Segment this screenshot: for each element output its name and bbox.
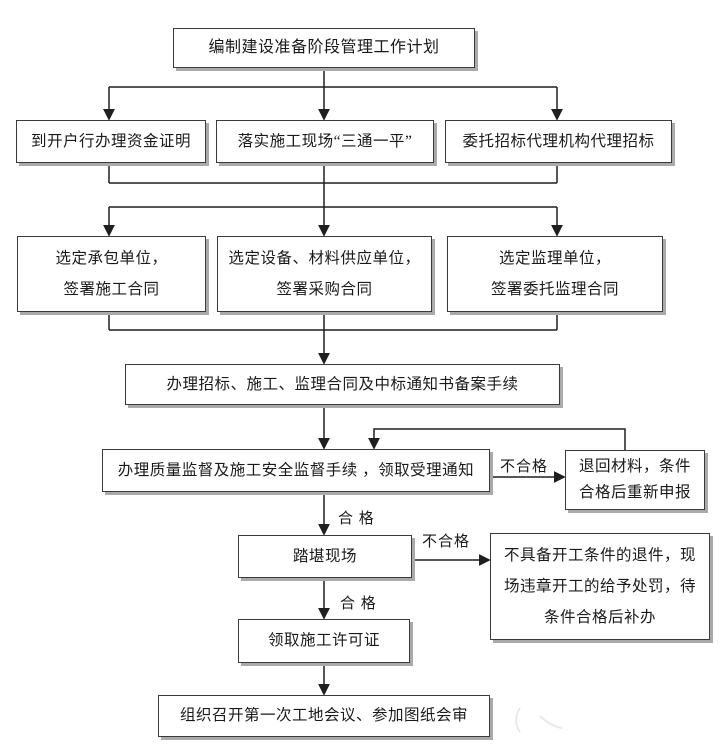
node-select-supplier-line1: 选定设备、材料供应单位， (228, 249, 421, 267)
node-contract-filing-label: 办理招标、施工、监理合同及中标通知书备案手续 (166, 375, 519, 393)
node-select-contractor: 选定承包单位， 签署施工合同 (17, 236, 206, 312)
node-select-supervisor-line1: 选定监理单位， (498, 249, 611, 267)
node-bidding-agency: 委托招标代理机构代理招标 (445, 120, 672, 163)
node-quality-supervision: 办理质量监督及施工安全监督手续 ，领取受理通知 (102, 449, 490, 492)
node-select-supervisor: 选定监理单位， 签署委托监理合同 (447, 236, 663, 312)
node-construction-permit-label: 领取施工许可证 (267, 632, 380, 650)
node-reject-penalty-line2: 场违章开工的给予处罚，待 (503, 577, 696, 595)
node-return-materials-line1: 退回材料，条件 (578, 458, 691, 476)
node-return-materials: 退回材料，条件 合格后重新申报 (565, 450, 705, 510)
node-reject-penalty-line1: 不具备开工条件的退件，现 (503, 546, 696, 564)
edge-label-fail-visit: 不合格 (422, 534, 471, 550)
node-contract-filing: 办理招标、施工、监理合同及中标通知书备案手续 (125, 364, 560, 405)
node-select-supplier: 选定设备、材料供应单位， 签署采购合同 (217, 236, 432, 312)
watermark (515, 707, 563, 733)
node-select-supervisor-line2: 签署委托监理合同 (490, 280, 619, 298)
node-plan: 编制建设准备阶段管理工作计划 (173, 28, 475, 68)
edge-label-pass-visit: 合 格 (340, 596, 377, 612)
edge-label-pass-quality: 合 格 (338, 511, 375, 527)
node-select-contractor-line2: 签署施工合同 (63, 280, 160, 298)
node-select-supplier-line2: 签署采购合同 (276, 280, 373, 298)
node-quality-supervision-label: 办理质量监督及施工安全监督手续 ，领取受理通知 (117, 461, 475, 479)
node-site-preparation-label: 落实施工现场“三通一平” (237, 132, 413, 150)
node-select-contractor-line1: 选定承包单位， (55, 249, 168, 267)
node-fund-certificate: 到开户行办理资金证明 (16, 120, 206, 163)
connector-feedback (368, 428, 626, 450)
node-construction-permit: 领取施工许可证 (238, 619, 410, 663)
node-first-site-meeting-label: 组织召开第一次工地会议、参加图纸会审 (179, 707, 468, 725)
node-reject-penalty: 不具备开工条件的退件，现 场违章开工的给予处罚，待 条件合格后补办 (490, 533, 710, 640)
edge-label-fail-quality: 不合格 (500, 459, 549, 475)
node-first-site-meeting: 组织召开第一次工地会议、参加图纸会审 (158, 695, 490, 737)
node-return-materials-line2: 合格后重新申报 (578, 484, 691, 502)
node-bidding-agency-label: 委托招标代理机构代理招标 (462, 132, 655, 150)
node-site-visit-label: 踏堪现场 (292, 547, 357, 565)
node-site-visit: 踏堪现场 (238, 535, 412, 578)
node-fund-certificate-label: 到开户行办理资金证明 (30, 132, 191, 150)
node-reject-penalty-line3: 条件合格后补办 (543, 608, 656, 626)
node-site-preparation: 落实施工现场“三通一平” (216, 120, 434, 163)
node-plan-label: 编制建设准备阶段管理工作计划 (208, 39, 440, 56)
